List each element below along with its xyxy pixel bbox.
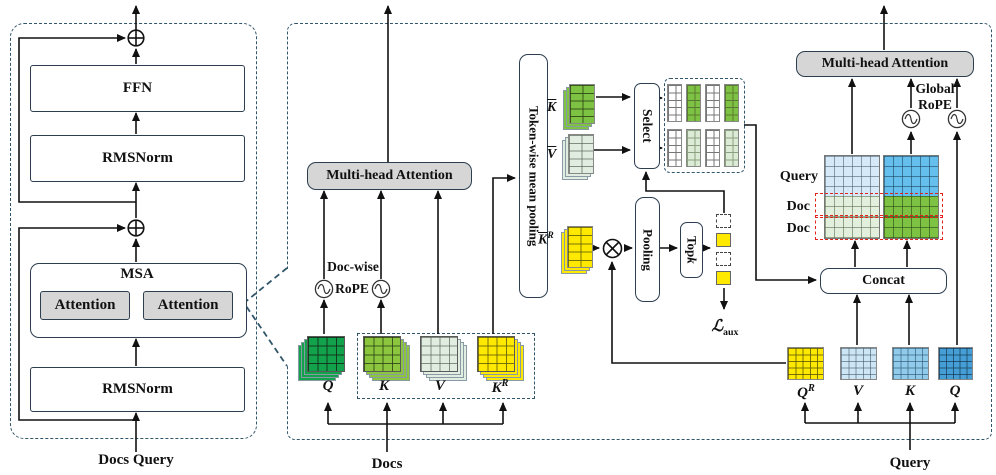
global-rope-label-2: RoPE [918,97,952,112]
concat-grid-right [883,155,939,239]
right-detail-panel-outline [287,23,992,440]
msa-title: MSA [120,266,154,282]
rmsnorm-top-block: RMSNorm [30,135,245,182]
tensor-vbar [568,134,594,174]
global-rope-label-1: Global [915,81,955,96]
tensor-v-query [840,347,877,380]
selected-k-column [705,84,720,122]
selected-v-column [667,129,682,167]
mha-docs-label: Multi-head Attention [326,168,453,183]
attention-left-block: Attention [40,291,130,320]
topk-mask-cell-selected [716,271,731,285]
concat-grid-left [824,155,880,239]
mha-query-block: Multi-head Attention [796,51,974,77]
concat-grid-right-doc1-rows [884,196,938,217]
attention-right-label: Attention [157,297,219,313]
tensor-k-query-label: K [904,383,915,399]
add-icon [127,219,145,242]
tensor-kr-docs [477,336,515,372]
tensor-v-docs-label: V [434,378,445,394]
notch-cover [280,269,295,365]
concat-grid-left-doc1-rows [825,196,879,217]
tensor-kbar-label: K [547,100,557,115]
concat-grid-left-doc2-rows [825,217,879,238]
tensor-krbar [567,226,593,268]
concat-grid-left-query-rows [825,156,879,196]
docwise-rope-label-2: RoPE [335,281,369,296]
tensor-q-query [938,347,973,380]
tensor-kr-docs-label: KR [491,378,509,396]
tokenwise-mean-pooling-label: Token-wise mean pooling [526,105,542,247]
tokenwise-mean-pooling-block: Token-wise mean pooling [519,54,548,298]
query-input-label: Query [889,455,931,471]
topk-block: Topk [680,222,703,278]
pooling-label: Pooling [640,228,656,271]
row-label-doc1: Doc [786,199,810,214]
doc2-highlight-outline [815,215,943,240]
topk-label: Topk [684,236,700,264]
tensor-k-docs-label: K [378,378,389,394]
mha-docs-block: Multi-head Attention [307,162,472,190]
rope-sine-icon [371,279,391,304]
add-icon [127,29,145,52]
attention-left-label: Attention [54,297,116,313]
rope-sine-icon [947,109,967,134]
tensor-qr-query-label: QR [797,383,815,401]
concat-grid-right-doc2-rows [884,217,938,238]
tensor-krbar-label: KR [538,231,554,248]
tensor-v-query-label: V [852,383,863,399]
tensor-q-docs [307,336,345,372]
aux-loss-label: ℒaux [711,318,739,339]
docs-kvkr-group-outline [357,333,535,399]
rmsnorm-bottom-label: RMSNorm [102,381,173,397]
docwise-rope-label-1: Doc-wise [327,259,379,274]
row-label-doc2: Doc [786,221,810,236]
rope-sine-icon [314,279,334,304]
docs-input-label: Docs [371,456,403,472]
topk-mask-cell-selected [716,233,731,247]
ffn-block: FFN [30,65,245,112]
mha-query-label: Multi-head Attention [821,56,949,71]
selected-k-column [686,84,701,122]
select-block: Select [634,83,660,169]
topk-mask-cell-unselected [716,252,731,266]
tensor-qr-query [787,347,824,380]
docs-query-input-label: Docs Query [98,452,174,468]
tensor-kbar [569,84,595,124]
selected-v-column [705,129,720,167]
pooling-block: Pooling [635,197,660,302]
tensor-vbar-label: V [547,147,557,162]
selected-v-column [724,129,739,167]
topk-mask-cell-unselected [716,214,731,228]
attention-right-block: Attention [143,291,233,320]
selected-k-column [724,84,739,122]
tensor-k-query [892,347,929,380]
left-transformer-block-outline [10,23,257,439]
tensor-q-docs-label: Q [322,378,334,394]
rmsnorm-bottom-block: RMSNorm [30,367,245,412]
ffn-label: FFN [122,80,153,96]
concat-grid-right-query-rows [884,156,938,196]
tensor-k-docs [363,336,401,372]
select-label: Select [640,109,655,143]
multiply-icon [602,238,623,264]
selected-v-column [686,129,701,167]
rope-sine-icon [901,109,921,134]
tensor-q-query-label: Q [949,383,961,399]
concat-label: Concat [862,273,905,288]
selected-k-column [667,84,682,122]
tensor-v-docs [420,336,458,372]
row-label-query: Query [779,169,818,184]
concat-block: Concat [820,268,947,294]
rmsnorm-top-label: RMSNorm [102,150,173,166]
